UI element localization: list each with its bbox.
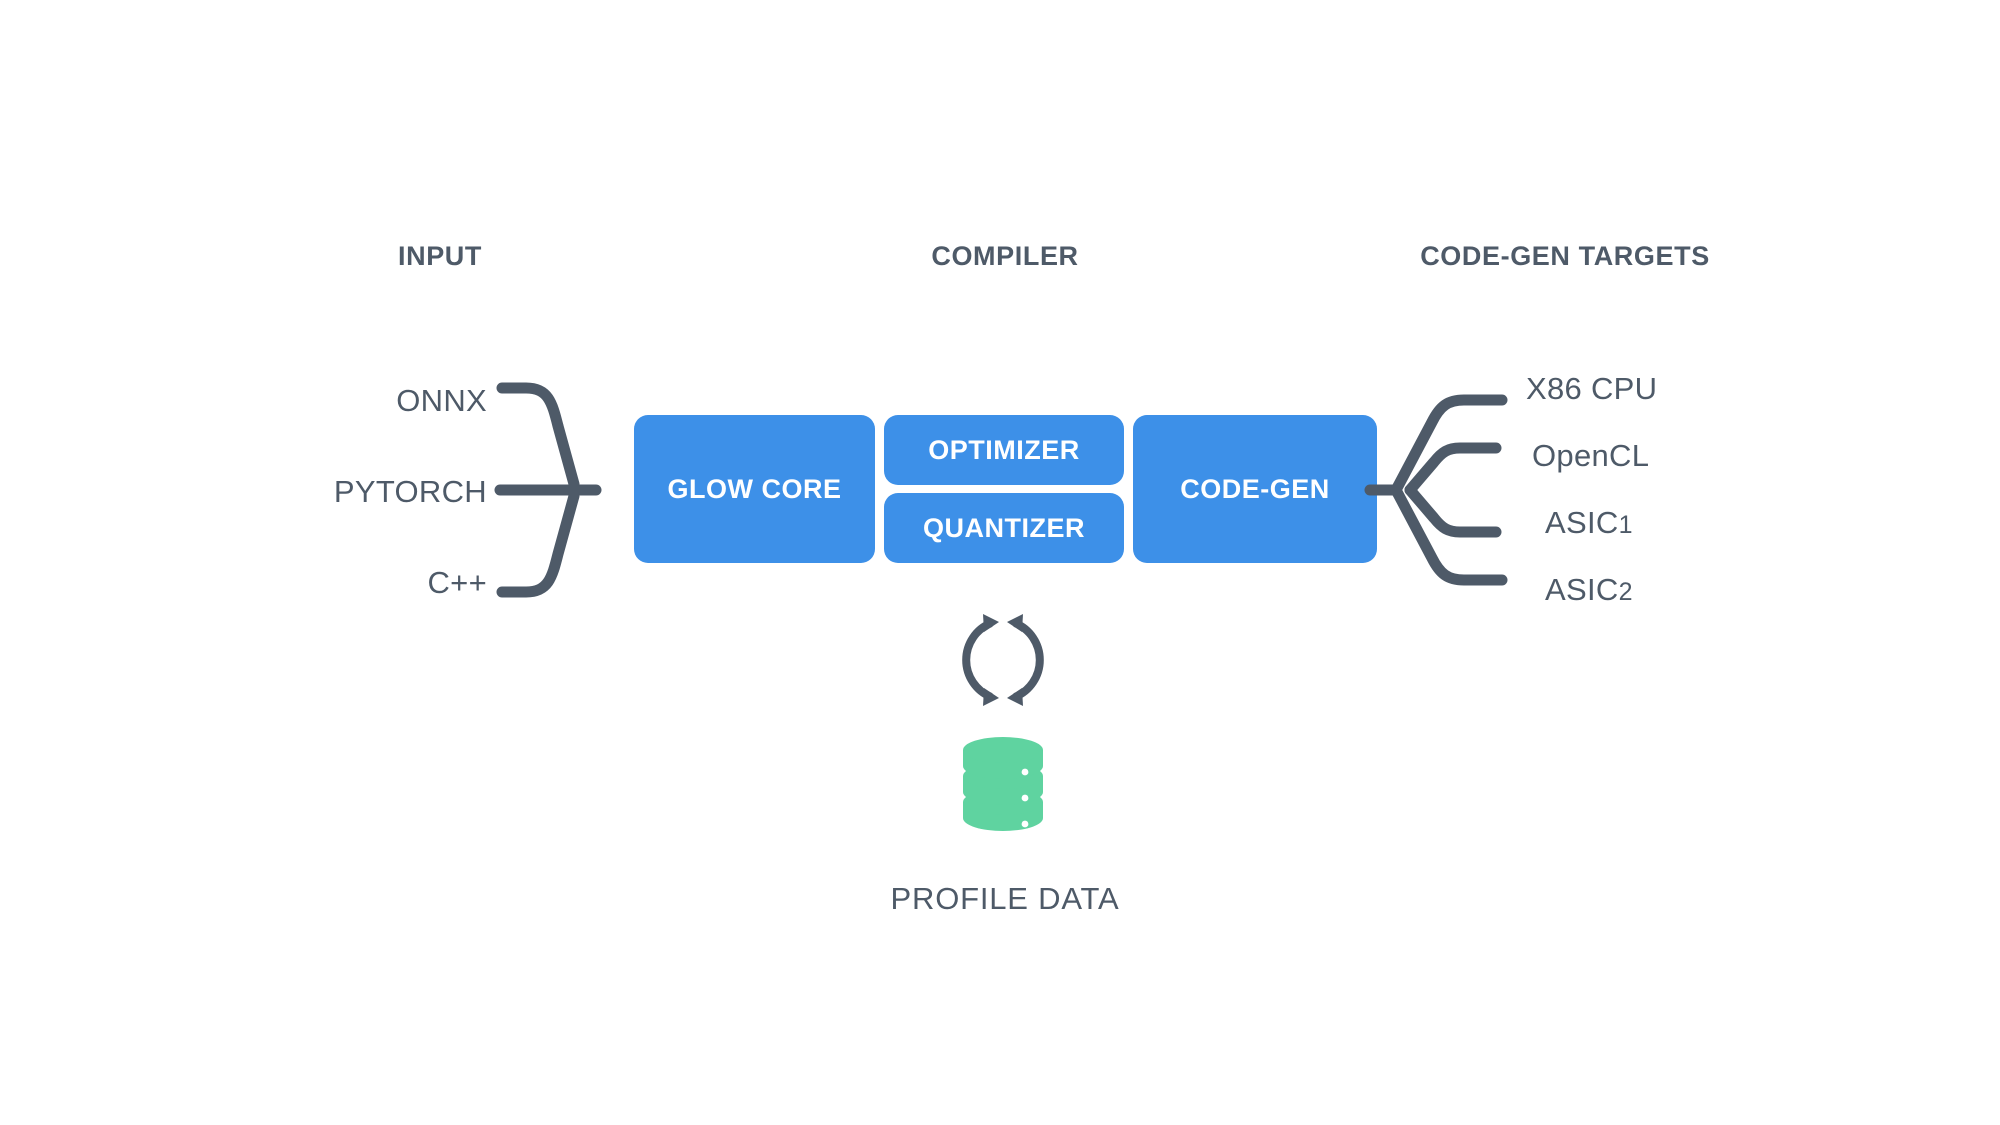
target-label-x86-cpu-text: X86 CPU	[1526, 371, 1658, 406]
input-label-onnx: ONNX	[396, 383, 487, 418]
profile-data-label: PROFILE DATA	[890, 881, 1120, 916]
arrowhead-bottom-right	[1007, 688, 1023, 706]
column-header-code-gen-targets: CODE-GEN TARGETS	[1420, 241, 1710, 271]
arrowhead-bottom-left	[983, 688, 999, 706]
compiler-box-quantizer[interactable]: QUANTIZER	[884, 493, 1124, 563]
compiler-box-optimizer-label: OPTIMIZER	[928, 434, 1080, 465]
target-label-asic2-digit: 2	[1618, 578, 1633, 606]
database-icon	[963, 737, 1043, 831]
column-header-input: INPUT	[398, 241, 482, 271]
target-label-x86-cpu: X86 CPU	[1526, 371, 1657, 407]
target-label-asic1: ASIC1	[1545, 505, 1633, 541]
compiler-box-glow-core-label: GLOW CORE	[667, 473, 842, 504]
target-label-opencl: OpenCL	[1532, 438, 1649, 474]
target-label-asic1-text: ASIC	[1545, 505, 1619, 540]
input-fan-connector	[494, 382, 602, 598]
target-fan-connector	[1364, 394, 1508, 586]
column-header-compiler: COMPILER	[931, 241, 1079, 271]
target-label-asic1-digit: 1	[1618, 511, 1633, 539]
compiler-box-optimizer[interactable]: OPTIMIZER	[884, 415, 1124, 485]
compiler-box-code-gen-label: CODE-GEN	[1180, 473, 1330, 504]
target-label-asic2: ASIC2	[1545, 572, 1633, 608]
arrowhead-top-right	[1007, 614, 1023, 632]
input-label-cpp: C++	[427, 565, 487, 600]
compiler-box-quantizer-label: QUANTIZER	[923, 512, 1085, 543]
compiler-box-code-gen[interactable]: CODE-GEN	[1133, 415, 1377, 563]
target-label-opencl-text: OpenCL	[1532, 438, 1650, 473]
sync-arrows-icon	[962, 614, 1044, 706]
input-label-pytorch: PYTORCH	[333, 474, 487, 509]
target-label-asic2-text: ASIC	[1545, 572, 1619, 607]
compiler-box-glow-core[interactable]: GLOW CORE	[634, 415, 875, 563]
arrowhead-top-left	[983, 614, 999, 632]
